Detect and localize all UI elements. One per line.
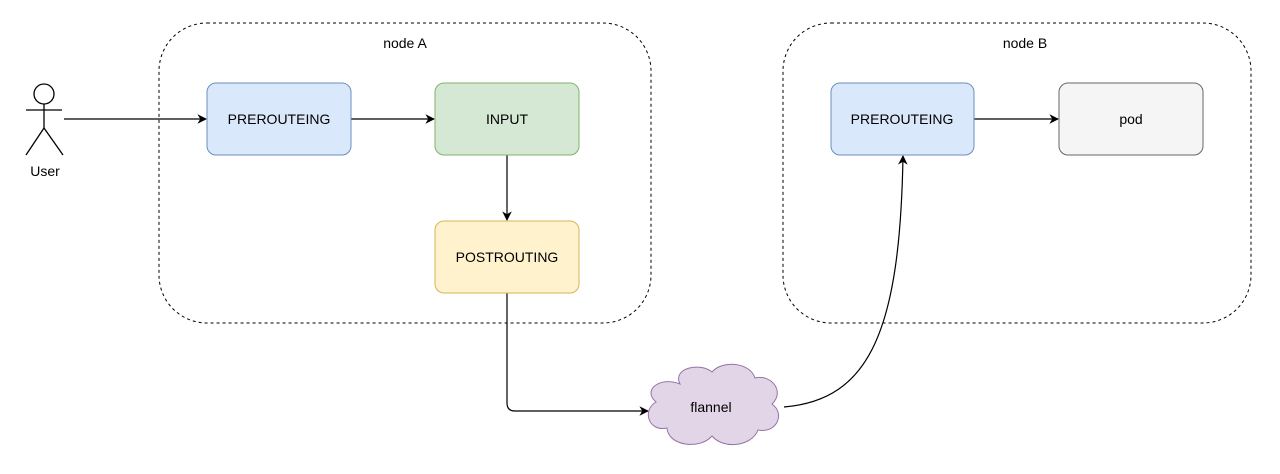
node-b-label: node B [1003, 35, 1047, 51]
box-a-postrouting-label: POSTROUTING [456, 249, 559, 265]
flannel-cloud: flannel [647, 363, 779, 445]
box-b-pod-label: pod [1119, 111, 1142, 127]
box-a-input: INPUT [434, 82, 580, 156]
box-a-postrouting: POSTROUTING [434, 220, 580, 294]
box-b-pod-border [1058, 82, 1204, 156]
box-b-pod-shape [1059, 83, 1203, 155]
box-a-postrouting-border [434, 220, 580, 294]
box-b-prerouting-shape [831, 83, 974, 155]
user-label: User [30, 163, 60, 179]
box-b-prerouting-border [830, 82, 975, 156]
flannel-label: flannel [690, 399, 731, 415]
edge-flannel-to-b-prerouting [783, 155, 908, 408]
cloud-outline [647, 363, 779, 445]
box-a-prerouting: PREROUTEING [206, 82, 352, 156]
box-a-postrouting-shape [435, 221, 579, 293]
user-actor: User [25, 83, 64, 179]
node-a-label: node A [383, 35, 427, 51]
box-b-prerouting-label: PREROUTEING [851, 111, 954, 127]
edge-postrouting-to-flannel [506, 293, 649, 416]
box-b-pod: pod [1058, 82, 1204, 156]
node-a-container: node A [158, 22, 652, 324]
cloud-shape [648, 364, 779, 445]
box-a-prerouting-shape [207, 83, 351, 155]
node-b-container: node B [782, 22, 1252, 324]
box-a-prerouting-border [206, 82, 352, 156]
person-icon [25, 83, 64, 156]
edges [64, 114, 1059, 416]
box-a-input-label: INPUT [486, 111, 528, 127]
box-b-prerouting: PREROUTEING [830, 82, 975, 156]
box-a-input-border [434, 82, 580, 156]
box-a-input-shape [435, 83, 579, 155]
box-a-prerouting-label: PREROUTEING [228, 111, 331, 127]
